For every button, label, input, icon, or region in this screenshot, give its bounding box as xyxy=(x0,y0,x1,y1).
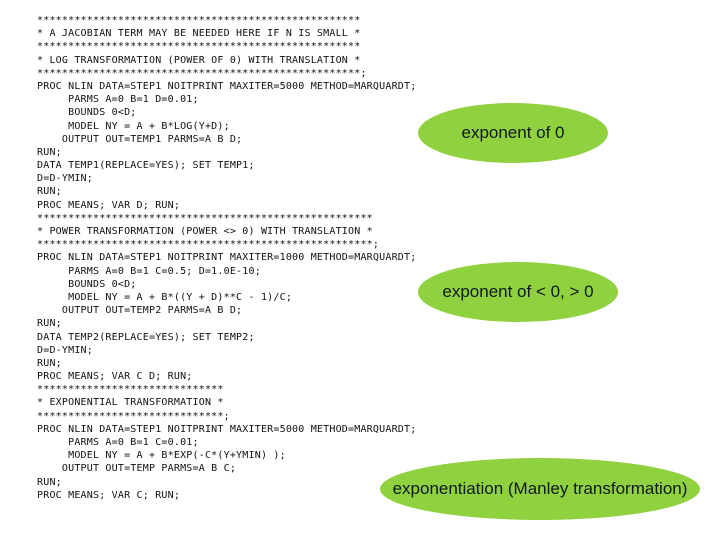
code-line: OUTPUT OUT=TEMP2 PARMS=A B D; xyxy=(37,305,243,317)
code-line: ****************************************… xyxy=(37,239,380,251)
code-line: D=D-YMIN; xyxy=(37,173,93,185)
code-line: ****************************************… xyxy=(37,212,373,224)
code-line: * A JACOBIAN TERM MAY BE NEEDED HERE IF … xyxy=(37,28,361,40)
code-line: ****************************************… xyxy=(37,15,361,26)
code-line: ****************************************… xyxy=(37,67,367,79)
code-line: RUN; xyxy=(37,146,62,158)
code-line: OUTPUT OUT=TEMP PARMS=A B C; xyxy=(37,463,237,475)
callout-exponential: exponentiation (Manley transformation) xyxy=(380,458,700,520)
code-line: DATA TEMP2(REPLACE=YES); SET TEMP2; xyxy=(37,331,255,343)
code-line: PROC NLIN DATA=STEP1 NOITPRINT MAXITER=5… xyxy=(37,423,417,435)
code-line: PARMS A=0 B=1 C=0.5; D=1.0E-10; xyxy=(37,265,261,277)
code-line: * POWER TRANSFORMATION (POWER <> 0) WITH… xyxy=(37,226,373,237)
code-line: PROC MEANS; VAR D; RUN; xyxy=(37,199,181,211)
code-line: PROC MEANS; VAR C D; RUN; xyxy=(37,371,193,383)
code-line: PROC NLIN DATA=STEP1 NOITPRINT MAXITER=1… xyxy=(37,252,417,264)
code-line: PROC MEANS; VAR C; RUN; xyxy=(37,489,181,501)
code-line: D=D-YMIN; xyxy=(37,344,93,356)
code-line: ******************************; xyxy=(37,410,230,422)
code-line: ****************************** xyxy=(37,384,224,396)
code-line: ****************************************… xyxy=(37,41,361,53)
code-line: PARMS A=0 B=1 C=0.01; xyxy=(37,437,199,448)
code-line: RUN; xyxy=(37,476,62,488)
code-line: MODEL NY = A + B*EXP(-C*(Y+YMIN) ); xyxy=(37,450,286,462)
code-line: OUTPUT OUT=TEMP1 PARMS=A B D; xyxy=(37,133,243,145)
code-line: BOUNDS 0<D; xyxy=(37,278,137,290)
code-line: MODEL NY = A + B*((Y + D)**C - 1)/C; xyxy=(37,291,293,303)
code-line: PARMS A=0 B=1 D=0.01; xyxy=(37,94,199,106)
code-line: * EXPONENTIAL TRANSFORMATION * xyxy=(37,397,224,409)
code-line: RUN; xyxy=(37,357,62,369)
code-line: MODEL NY = A + B*LOG(Y+D); xyxy=(37,120,230,132)
code-line: DATA TEMP1(REPLACE=YES); SET TEMP1; xyxy=(37,160,255,172)
sas-code-listing: ****************************** **********… xyxy=(37,14,416,502)
code-line: RUN; xyxy=(37,186,62,198)
code-line: BOUNDS 0<D; xyxy=(37,107,137,119)
callout-log-exponent: exponent of 0 xyxy=(418,103,608,163)
code-line: RUN; xyxy=(37,318,62,330)
code-line: * LOG TRANSFORMATION (POWER OF 0) WITH T… xyxy=(37,54,361,66)
code-line: PROC NLIN DATA=STEP1 NOITPRINT MAXITER=5… xyxy=(37,80,417,92)
callout-power-exponent: exponent of < 0, > 0 xyxy=(418,262,618,322)
